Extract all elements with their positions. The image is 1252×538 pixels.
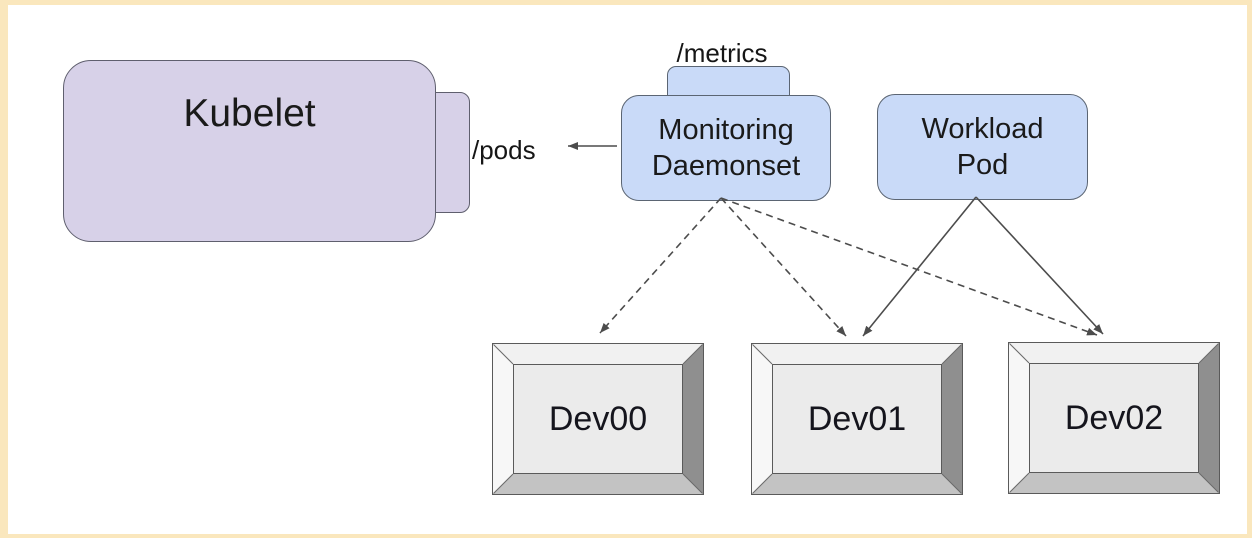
dev00-panel: Dev00 xyxy=(513,364,683,474)
dev02-label: Dev02 xyxy=(1064,398,1164,437)
dev02-bevel-seams xyxy=(1009,343,1219,493)
dev01-bevel-seams xyxy=(752,344,962,494)
dev00-node: Dev00 xyxy=(492,343,704,495)
metrics-endpoint-label: /metrics xyxy=(676,38,768,68)
monitoring-daemonset-node: Monitoring Daemonset xyxy=(621,95,831,201)
dev02-panel: Dev02 xyxy=(1029,363,1199,473)
edge-workload-dev01 xyxy=(862,196,977,337)
monitoring-label-line1: Monitoring xyxy=(658,114,794,146)
edge-monitoring-dev01 xyxy=(720,197,847,337)
kubelet-label: Kubelet xyxy=(183,92,316,135)
dev01-node: Dev01 xyxy=(751,343,963,495)
dev01-label: Dev01 xyxy=(807,399,907,438)
pods-endpoint-label: /pods xyxy=(472,135,536,165)
edge-monitoring-dev02 xyxy=(720,197,1098,336)
dev00-label: Dev00 xyxy=(548,399,648,438)
dev01-panel: Dev01 xyxy=(772,364,942,474)
kubelet-node: Kubelet xyxy=(63,60,436,242)
monitoring-label-line2: Daemonset xyxy=(651,150,801,182)
dev02-node: Dev02 xyxy=(1008,342,1220,494)
dev00-bevel-seams xyxy=(493,344,703,494)
workload-pod-node: Workload Pod xyxy=(877,94,1088,200)
edge-workload-dev02 xyxy=(975,196,1104,335)
edge-monitoring-dev00 xyxy=(599,197,722,334)
workload-label-line1: Workload xyxy=(921,113,1044,145)
workload-label-line2: Pod xyxy=(956,149,1009,181)
